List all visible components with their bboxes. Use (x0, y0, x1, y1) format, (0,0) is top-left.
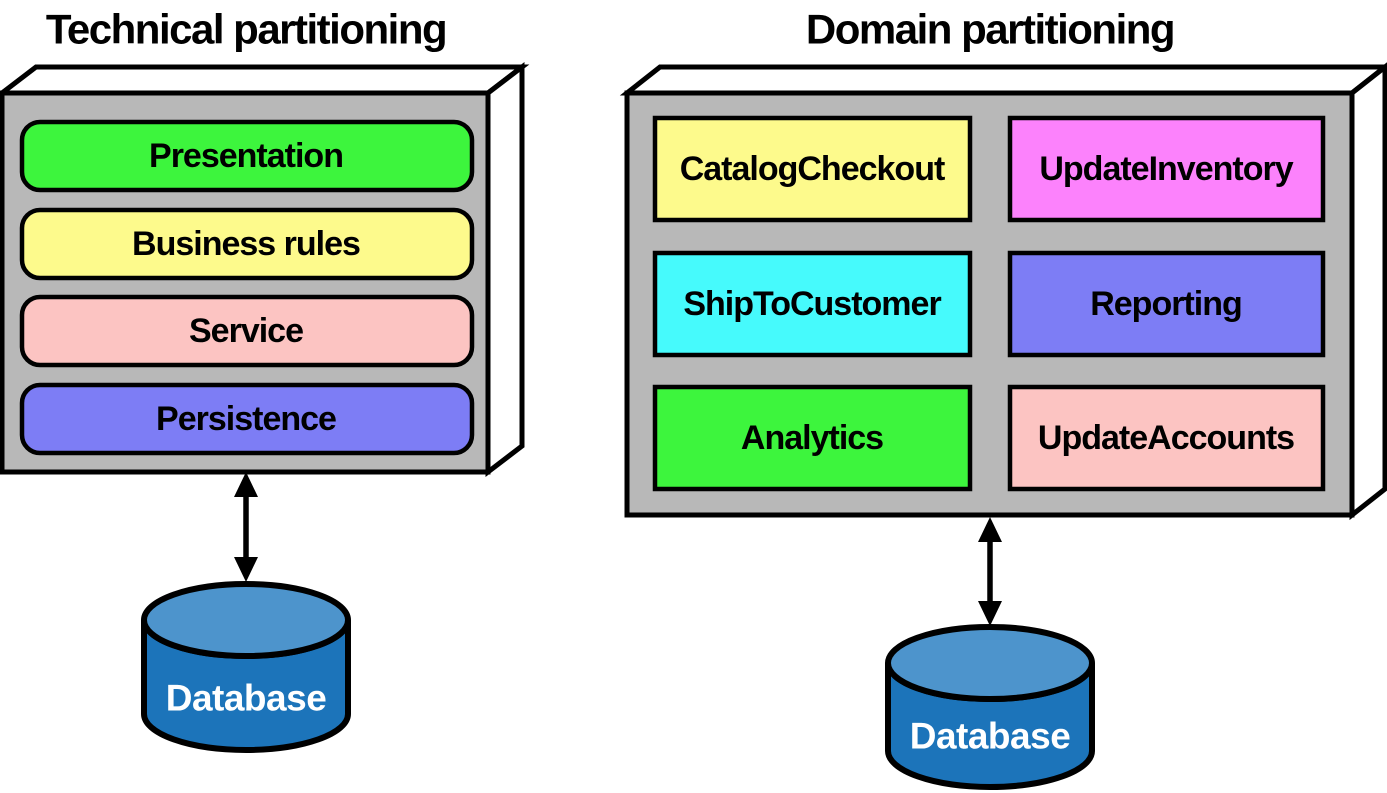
layer-presentation-box (19, 119, 475, 193)
left-database-cylinder: Database (141, 581, 351, 753)
right-arrow-up-head (978, 517, 1002, 542)
layer-persistence-label: Persistence (156, 400, 336, 438)
left-arrow-up-head (234, 472, 258, 497)
module-shiptocustomer-box (652, 250, 973, 358)
module-catalogcheckout-label: CatalogCheckout (680, 150, 945, 188)
right-arrow-down-head (978, 601, 1002, 626)
left-arrow-down-head (234, 557, 258, 582)
right-container-top-face (619, 64, 1387, 96)
layer-persistence-box (19, 382, 475, 456)
module-catalogcheckout-box (652, 115, 973, 223)
module-reporting-label: Reporting (1090, 285, 1242, 323)
right-database-connection-arrow (978, 517, 1002, 626)
left-container-top-face (0, 64, 530, 96)
left-database-connection-arrow (234, 472, 258, 582)
module-updateinventory-box (1007, 115, 1326, 223)
layer-presentation-label: Presentation (149, 137, 343, 175)
module-analytics-label: Analytics (741, 419, 883, 457)
left-container-side-face (485, 61, 525, 478)
module-updateaccounts-box (1007, 384, 1326, 492)
layer-service-box (19, 294, 475, 368)
module-reporting-box (1007, 250, 1326, 358)
layer-business-rules-box (19, 207, 475, 281)
right-panel-title: Domain partitioning (806, 6, 1174, 53)
module-shiptocustomer-label: ShipToCustomer (683, 285, 941, 323)
right-database-top (885, 624, 1095, 702)
right-database-cylinder: Database (885, 624, 1095, 790)
module-updateinventory-label: UpdateInventory (1039, 150, 1293, 188)
module-analytics-box (652, 384, 973, 492)
left-database-top (141, 581, 351, 659)
module-updateaccounts-label: UpdateAccounts (1038, 419, 1294, 457)
layer-service-label: Service (189, 312, 303, 350)
right-container-side-face (1349, 62, 1387, 521)
layer-business-rules-label: Business rules (132, 225, 360, 263)
right-database-label: Database (910, 716, 1071, 757)
right-modular-monolith-container: CatalogCheckout UpdateInventory ShipToCu… (619, 62, 1387, 521)
left-panel-title: Technical partitioning (46, 6, 446, 53)
left-database-label: Database (166, 678, 327, 719)
left-layered-monolith-container: Presentation Business rules Service Pers… (0, 61, 530, 478)
